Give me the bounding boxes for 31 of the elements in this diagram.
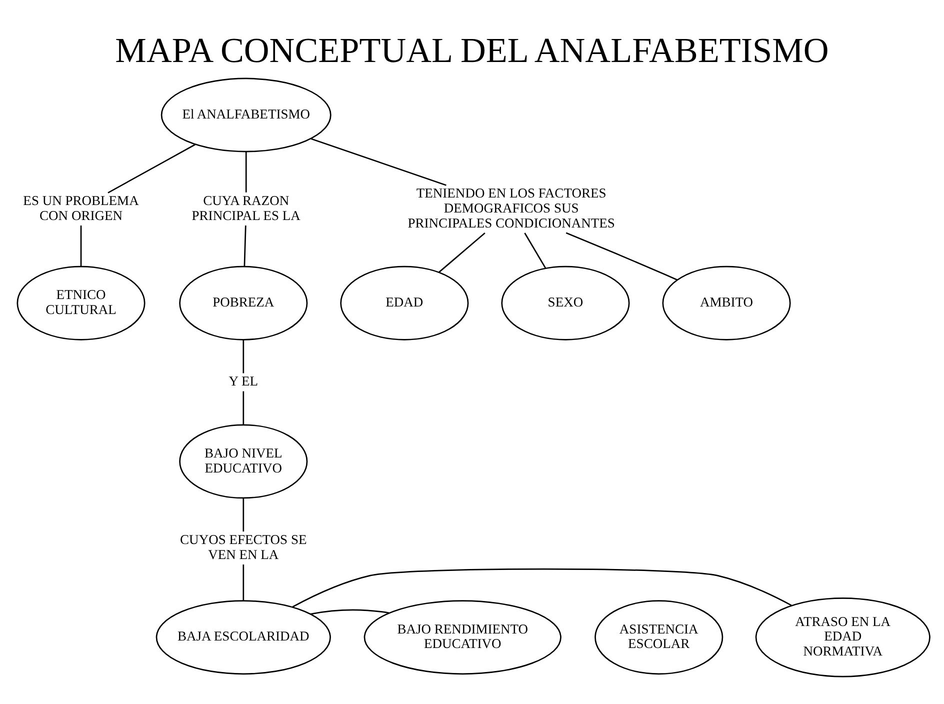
node-ellipse: BAJO RENDIMIENTO EDUCATIVO: [364, 600, 562, 674]
connector: [566, 232, 678, 280]
node-text: CUYOS EFECTOS SE VEN EN LA: [180, 531, 307, 562]
node-text: TENIENDO EN LOS FACTORES DEMOGRAFICOS SUS PRINCIPALES CONDICIONANTES: [408, 185, 615, 230]
node-ellipse: El ANALFABETISMO: [160, 77, 332, 152]
connector: [245, 151, 247, 192]
connector: [242, 390, 244, 424]
node-ellipse: AMBITO: [662, 265, 791, 340]
node-ellipse: SEXO: [501, 265, 630, 340]
connector: [438, 232, 486, 272]
connector: [242, 498, 244, 532]
connector: [244, 224, 246, 266]
connector: [80, 225, 82, 266]
connector: [242, 564, 244, 600]
connector: [108, 143, 196, 193]
diagram-title: MAPA CONCEPTUAL DEL ANALFABETISMO: [115, 30, 829, 70]
node-text: Y EL: [228, 373, 258, 388]
connector: [242, 340, 244, 373]
node-ellipse: BAJA ESCOLARIDAD: [156, 600, 331, 674]
node-ellipse: ATRASO EN LA EDAD NORMATIVA: [755, 596, 930, 677]
node-ellipse: ETNICO CULTURAL: [16, 265, 146, 340]
node-ellipse: POBREZA: [179, 265, 308, 340]
node-text: CUYA RAZON PRINCIPAL ES LA: [192, 192, 300, 222]
connector: [524, 232, 546, 268]
node-text: ES UN PROBLEMA CON ORIGEN: [23, 192, 139, 222]
connector: [310, 138, 446, 186]
connector: [292, 568, 792, 607]
connector: [310, 608, 390, 614]
node-ellipse: EDAD: [340, 265, 469, 340]
node-ellipse: BAJO NIVEL EDUCATIVO: [179, 424, 308, 498]
node-ellipse: ASISTENCIA ESCOLAR: [594, 600, 724, 674]
